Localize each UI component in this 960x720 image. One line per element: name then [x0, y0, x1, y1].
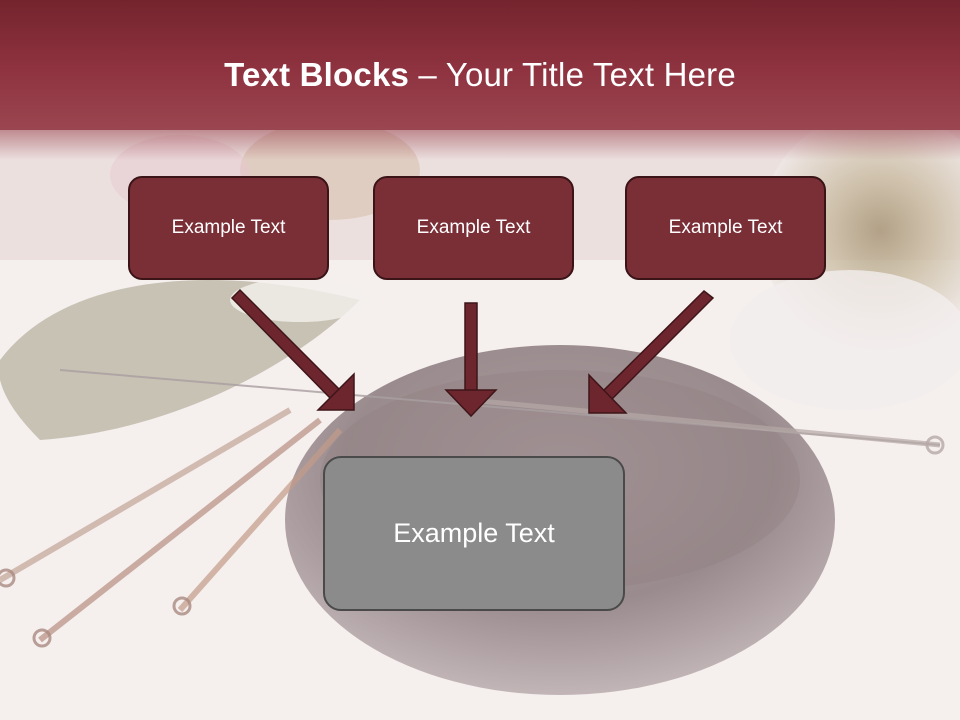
text-block-1[interactable]: Example Text: [128, 176, 329, 280]
text-block-1-label: Example Text: [171, 217, 286, 238]
text-block-2-label: Example Text: [416, 217, 531, 238]
main-text-block-label: Example Text: [393, 518, 555, 548]
arrow-right: [588, 290, 715, 414]
title-bold: Text Blocks: [224, 56, 410, 93]
text-block-3[interactable]: Example Text: [625, 176, 826, 280]
main-text-block[interactable]: Example Text: [323, 456, 625, 611]
arrow-left: [230, 288, 355, 411]
title-bar: [0, 0, 960, 160]
slide-title: Text Blocks – Your Title Text Here: [0, 52, 960, 98]
arrow-center: [444, 302, 498, 418]
title-regular: Your Title Text Here: [445, 56, 736, 93]
text-block-3-label: Example Text: [668, 217, 783, 238]
title-separator: –: [409, 56, 446, 93]
text-block-2[interactable]: Example Text: [373, 176, 574, 280]
